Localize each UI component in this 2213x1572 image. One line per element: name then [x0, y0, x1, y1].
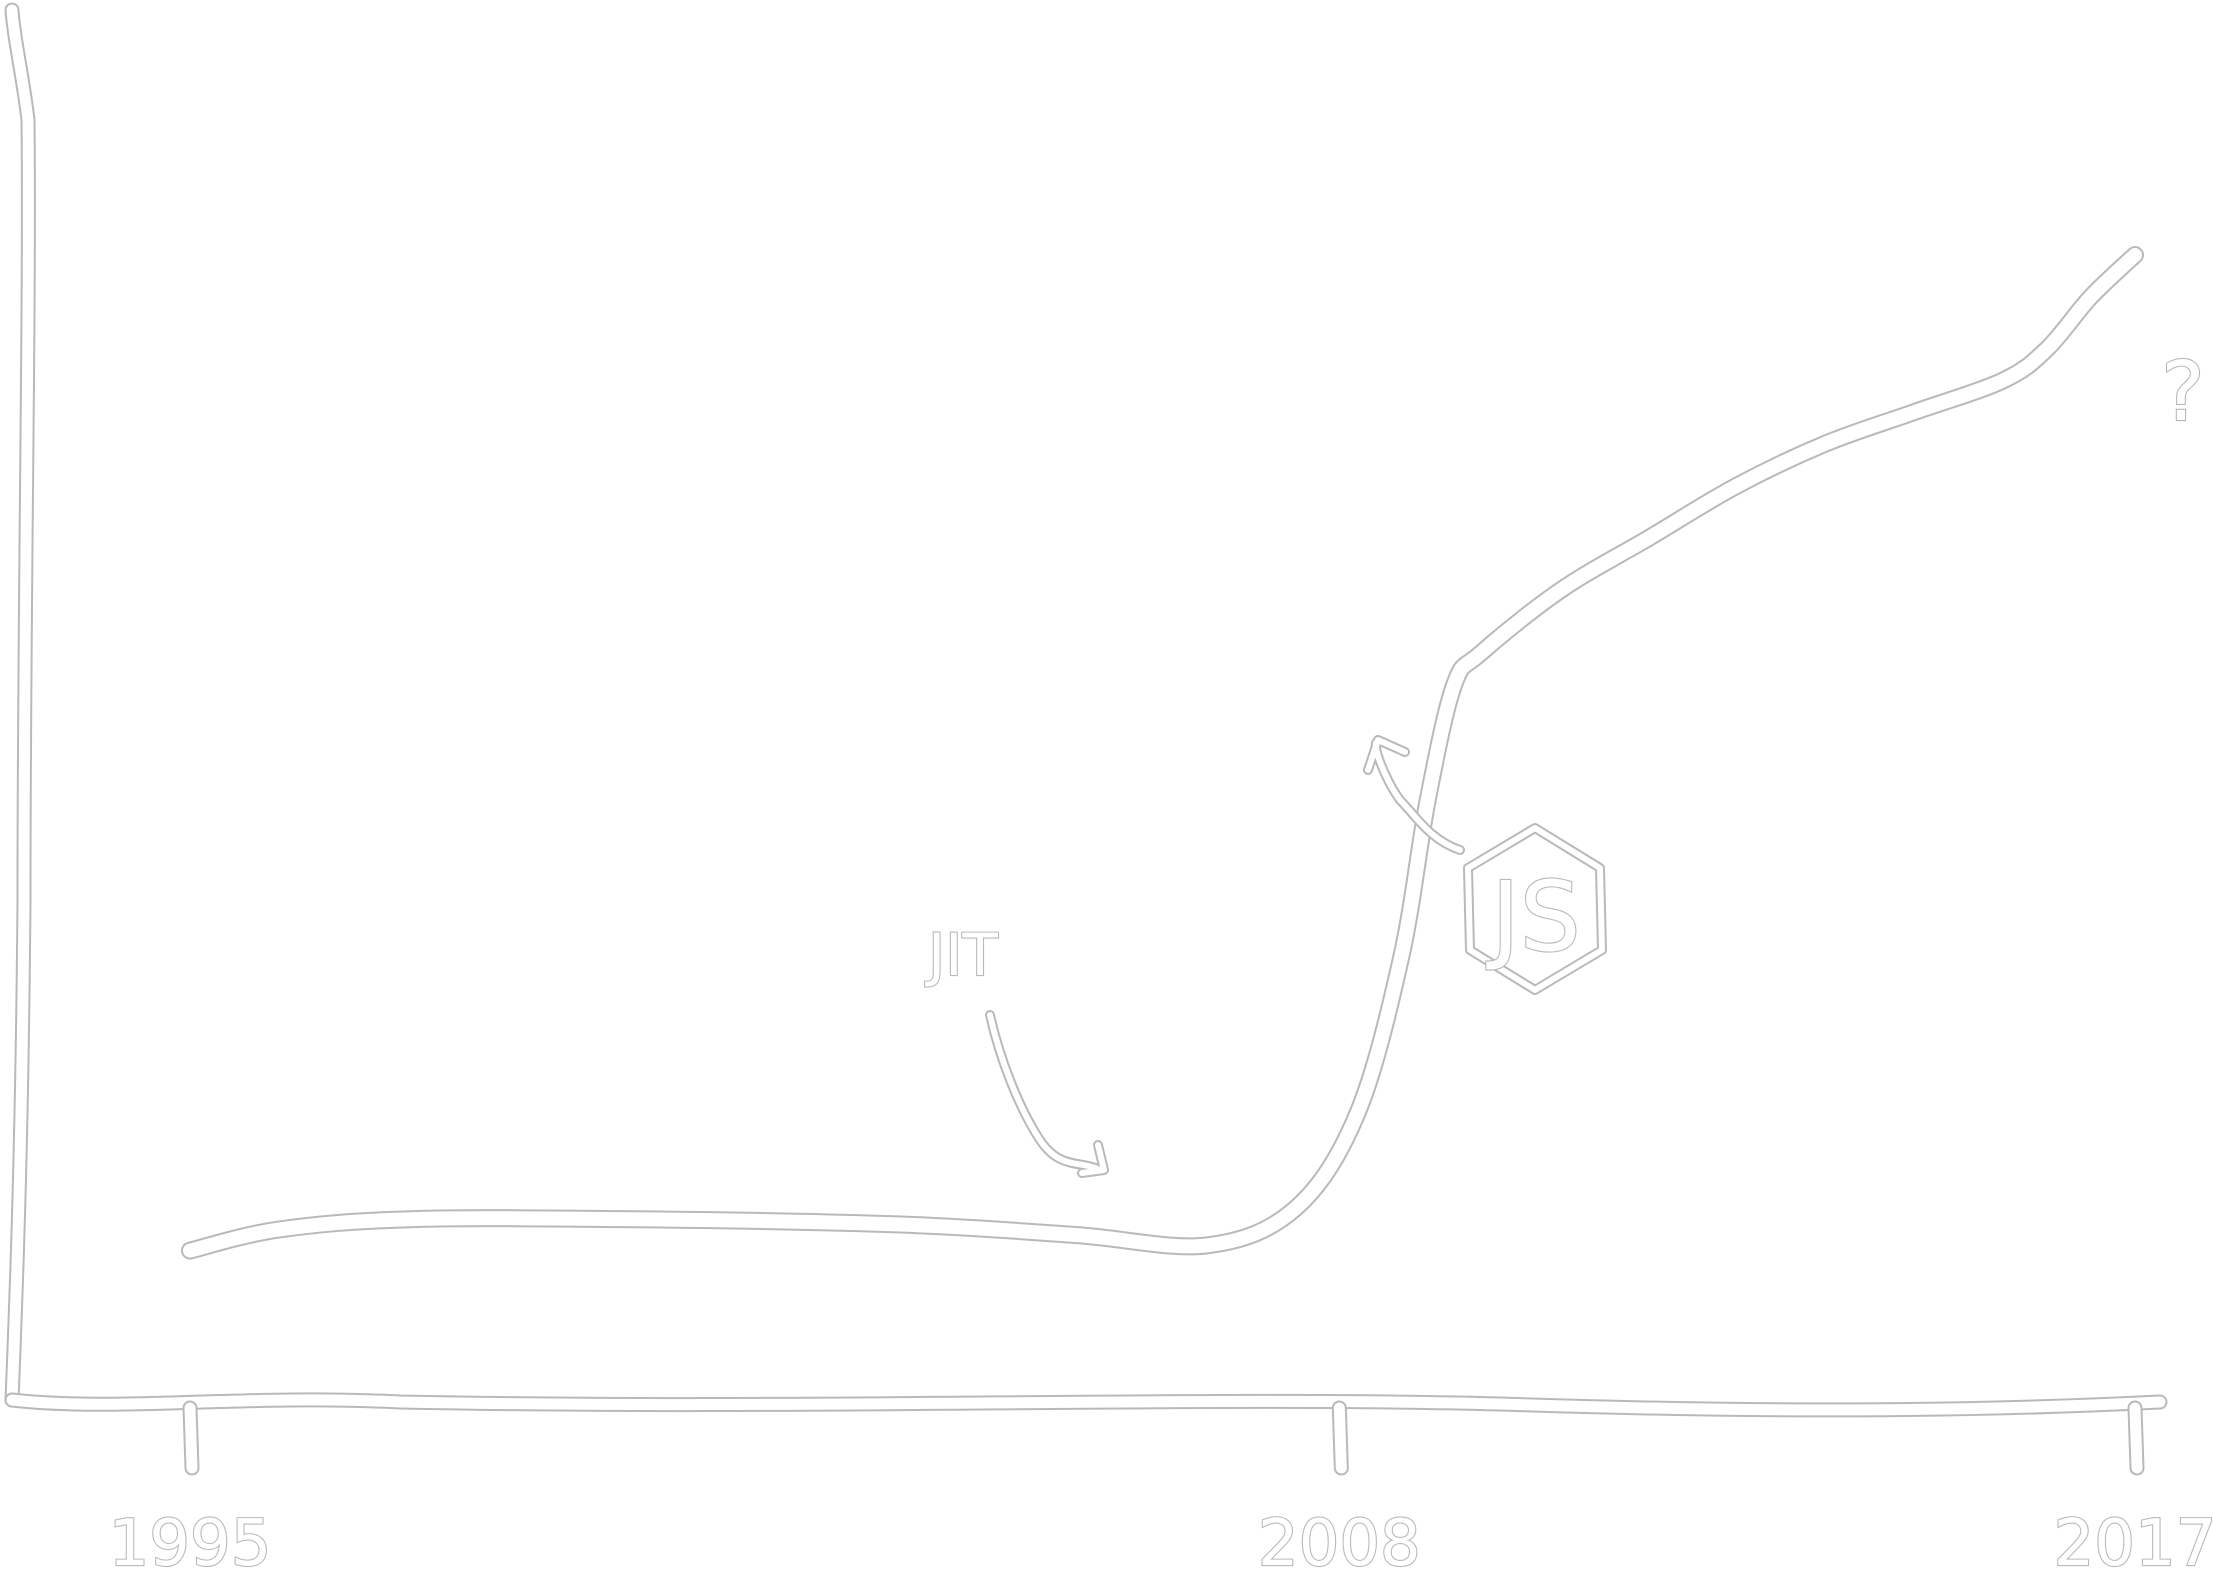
x-tick-2017	[2127, 1400, 2145, 1476]
annotation-label: ?	[2161, 345, 2205, 440]
x-tick-1995	[182, 1400, 200, 1476]
x-tick-label: 2017	[2054, 1507, 2213, 1572]
x-axis	[4, 1392, 2168, 1418]
series-line	[181, 246, 2144, 1260]
x-tick-2008	[1331, 1400, 1349, 1476]
annotation-label: JS	[1486, 861, 1580, 973]
js-arrow	[1363, 735, 1465, 855]
y-axis	[4, 2, 36, 1408]
x-tick-label: 1995	[109, 1507, 272, 1572]
js-hexagon-logo	[1463, 823, 1607, 995]
annotation-label: JIT	[925, 921, 998, 989]
x-tick-label: 2008	[1258, 1507, 1421, 1572]
jit-arrow	[985, 1010, 1109, 1178]
